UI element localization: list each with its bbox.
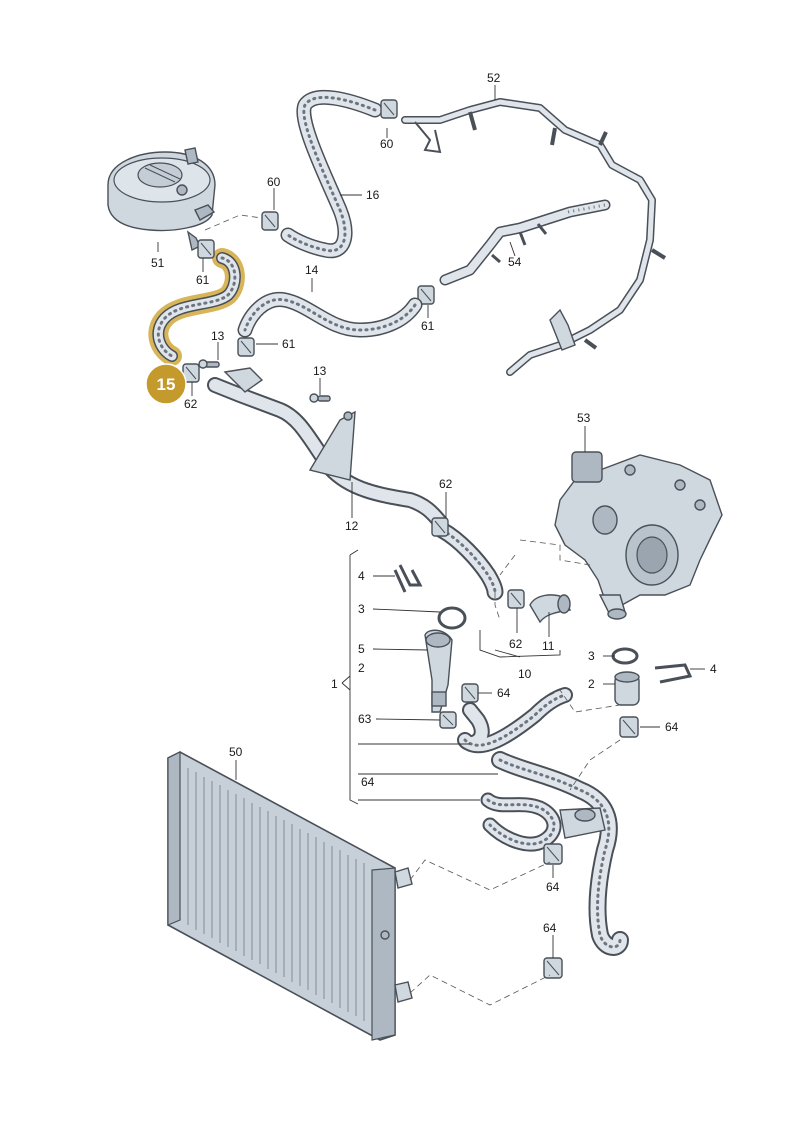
clamp-64-bottom[interactable] [543, 957, 563, 979]
label-2-left: 2 [358, 661, 365, 675]
label-3-right: 3 [588, 649, 595, 663]
connector-2-right[interactable] [614, 671, 640, 706]
label-1: 1 [331, 677, 338, 691]
badge-15-label: 15 [157, 375, 176, 394]
clamp-61-right[interactable] [417, 285, 435, 305]
label-2-right: 2 [588, 677, 595, 691]
hose-10[interactable] [433, 521, 504, 601]
tee-connector[interactable] [559, 807, 606, 839]
label-16: 16 [366, 188, 380, 202]
label-64-mid: 64 [546, 880, 560, 894]
label-60-left: 60 [267, 175, 281, 189]
bolt-13-a[interactable] [198, 359, 220, 369]
label-53: 53 [577, 411, 591, 425]
clamp-60-left[interactable] [261, 211, 279, 231]
label-13-a: 13 [211, 329, 225, 343]
hose-lower-main[interactable] [491, 751, 629, 956]
label-4-left: 4 [358, 569, 365, 583]
label-4-right: 4 [710, 662, 717, 676]
clip-4-right[interactable] [654, 663, 693, 684]
label-64-right: 64 [665, 720, 679, 734]
label-51: 51 [151, 256, 165, 270]
hose-lower-branch[interactable] [480, 792, 562, 852]
clamp-64-mid[interactable] [543, 843, 563, 865]
thermostat-housing-53[interactable] [554, 451, 723, 620]
clamp-61-mid[interactable] [237, 337, 255, 357]
part-labels: 52 60 16 51 60 61 14 54 61 13 61 62 13 1… [151, 71, 717, 935]
hose-15-highlighted[interactable] [148, 248, 245, 366]
clamp-60-top[interactable] [380, 99, 398, 119]
clip-4-left[interactable] [393, 564, 423, 593]
elbow-11[interactable] [529, 594, 571, 624]
badge-15[interactable]: 15 [145, 363, 187, 405]
oring-3-right[interactable] [611, 647, 639, 665]
pipe-52[interactable] [401, 98, 667, 376]
expansion-tank[interactable] [107, 147, 216, 252]
radiator-50[interactable] [167, 751, 413, 1041]
label-60-top: 60 [380, 137, 394, 151]
label-64-bottom: 64 [543, 921, 557, 935]
label-62-top: 62 [439, 477, 453, 491]
hose-14[interactable] [237, 292, 423, 338]
label-61-right: 61 [421, 319, 435, 333]
label-64-a: 64 [497, 686, 511, 700]
clamp-62-mid[interactable] [507, 589, 525, 609]
hose-16[interactable] [280, 89, 383, 259]
bolt-13-b[interactable] [309, 393, 331, 403]
pipe-54[interactable] [439, 199, 611, 286]
label-61-mid: 61 [282, 337, 296, 351]
bracket-group-1 [341, 549, 561, 805]
oring-3-left[interactable] [437, 606, 467, 630]
label-64-left: 64 [361, 775, 375, 789]
label-13-b: 13 [313, 364, 327, 378]
label-63: 63 [358, 712, 372, 726]
clamp-62-top[interactable] [431, 517, 449, 537]
label-3-left: 3 [358, 602, 365, 616]
pipe-12[interactable] [207, 367, 448, 530]
leader-lines [157, 85, 705, 958]
label-12: 12 [345, 519, 359, 533]
label-61-tank: 61 [196, 273, 210, 287]
clamp-63[interactable] [439, 711, 457, 729]
radiator-fins [187, 768, 365, 1021]
label-14: 14 [305, 263, 319, 277]
label-11: 11 [542, 639, 555, 653]
label-62-left: 62 [184, 397, 198, 411]
clamp-64-right[interactable] [619, 716, 639, 738]
hose-lower-upper[interactable] [457, 687, 573, 754]
label-54: 54 [508, 255, 522, 269]
clamp-61-tank[interactable] [197, 239, 215, 259]
clamp-64-a[interactable] [461, 683, 479, 703]
connector-5[interactable] [424, 629, 453, 713]
label-5: 5 [358, 642, 365, 656]
label-10: 10 [518, 667, 532, 681]
label-50: 50 [229, 745, 243, 759]
label-52: 52 [487, 71, 501, 85]
label-62-mid: 62 [509, 637, 523, 651]
dashed-lines [204, 214, 621, 1006]
